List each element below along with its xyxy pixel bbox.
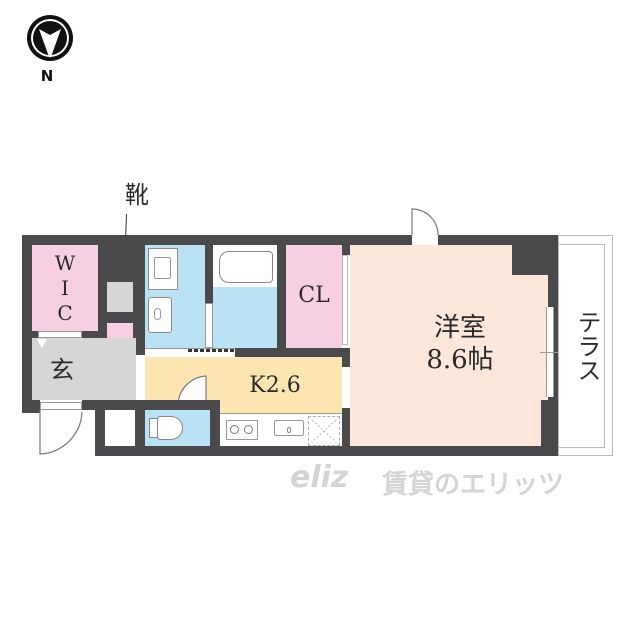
wall-kitchen-room-lower — [342, 408, 350, 456]
wic-label-c: C — [57, 301, 73, 325]
wall-closet-bottom — [277, 348, 350, 357]
kitchen-counter — [220, 413, 342, 446]
room-terrace: テラス — [558, 235, 613, 456]
watermark-text: 賃貸のエリッツ — [382, 470, 565, 500]
wall-wic-bottom — [32, 331, 38, 338]
wic-label-w: W — [54, 251, 76, 275]
western-room-label-1: 洋室 — [433, 313, 486, 343]
room-entrance: 玄 — [32, 338, 136, 400]
window-mark — [540, 352, 560, 353]
shoe-storage-label: 靴 — [125, 181, 149, 209]
wall-lower-left — [95, 400, 105, 456]
room-western: 洋室 8.6帖 — [350, 245, 548, 446]
entrance-label: 玄 — [50, 356, 74, 384]
compass-north-label: N — [40, 67, 54, 85]
wall-bath-closet — [277, 245, 286, 355]
wall-toilet-right — [210, 400, 220, 456]
compass: N — [24, 12, 76, 85]
washing-machine-fixture — [148, 248, 178, 290]
wall-kitchen-counter-top — [95, 400, 220, 410]
wall-left — [22, 235, 32, 413]
watermark-logo: eliz — [290, 460, 349, 495]
wic-door-arrow — [37, 339, 47, 348]
wall-wash-bath — [205, 245, 213, 303]
room-door-opening[interactable] — [342, 367, 350, 408]
wall-top — [22, 235, 558, 245]
wall-wic-right — [98, 245, 106, 338]
faucet-dot — [287, 427, 291, 433]
bath-door[interactable] — [205, 303, 213, 348]
room-closet: CL — [286, 245, 342, 348]
top-door-swing-icon — [411, 208, 439, 236]
terrace-inner-line — [559, 244, 605, 448]
wash-basin-fixture — [148, 297, 172, 333]
entrance-door-swing-icon — [39, 410, 83, 455]
wall-washroom-bottom — [235, 348, 277, 357]
pillar-bottom-right — [541, 400, 549, 446]
wall-closet-right-top — [342, 245, 350, 255]
fridge-space — [308, 416, 340, 446]
storage-cabinet — [105, 410, 145, 446]
closet-label: CL — [298, 283, 330, 308]
north-arrow-icon — [27, 15, 73, 61]
pillar-top-right — [512, 245, 548, 275]
wall-wic-bottom2 — [82, 331, 106, 338]
room-shoe-storage — [107, 323, 133, 339]
sink-icon — [274, 420, 304, 436]
bathtub-icon — [219, 251, 273, 283]
room-toilet — [145, 410, 210, 446]
wall-kitchen-room — [342, 357, 350, 367]
wall-bottom — [95, 446, 558, 456]
stove-icon — [226, 420, 258, 440]
toilet-bowl-icon — [157, 416, 183, 440]
room-bathroom — [213, 245, 277, 348]
washroom-sliding-door — [188, 349, 236, 352]
wall-entrance-right — [136, 245, 145, 355]
wic-label-i: I — [61, 276, 69, 300]
room-washroom — [145, 245, 205, 348]
entrance-door-opening[interactable] — [40, 402, 82, 410]
faucet-icon — [154, 308, 161, 320]
kitchen-label: K2.6 — [249, 373, 301, 398]
fridge-space-cross-icon — [311, 419, 337, 443]
wic-door[interactable] — [38, 331, 82, 338]
burner-1 — [230, 425, 239, 434]
wall-bottom-entrance — [22, 400, 40, 413]
entrance-kitchen-opening — [136, 355, 145, 400]
western-room-label-2: 8.6帖 — [426, 345, 494, 375]
terrace-label: テラス — [573, 310, 601, 382]
room-wic: W I C — [32, 245, 98, 331]
top-door-opening[interactable] — [412, 233, 438, 245]
shoe-cabinet-upper — [107, 282, 133, 312]
closet-door[interactable] — [342, 255, 348, 345]
burner-2 — [244, 425, 253, 434]
watermark: eliz 賃貸のエリッツ — [290, 460, 580, 500]
washing-machine-icon — [154, 257, 171, 279]
